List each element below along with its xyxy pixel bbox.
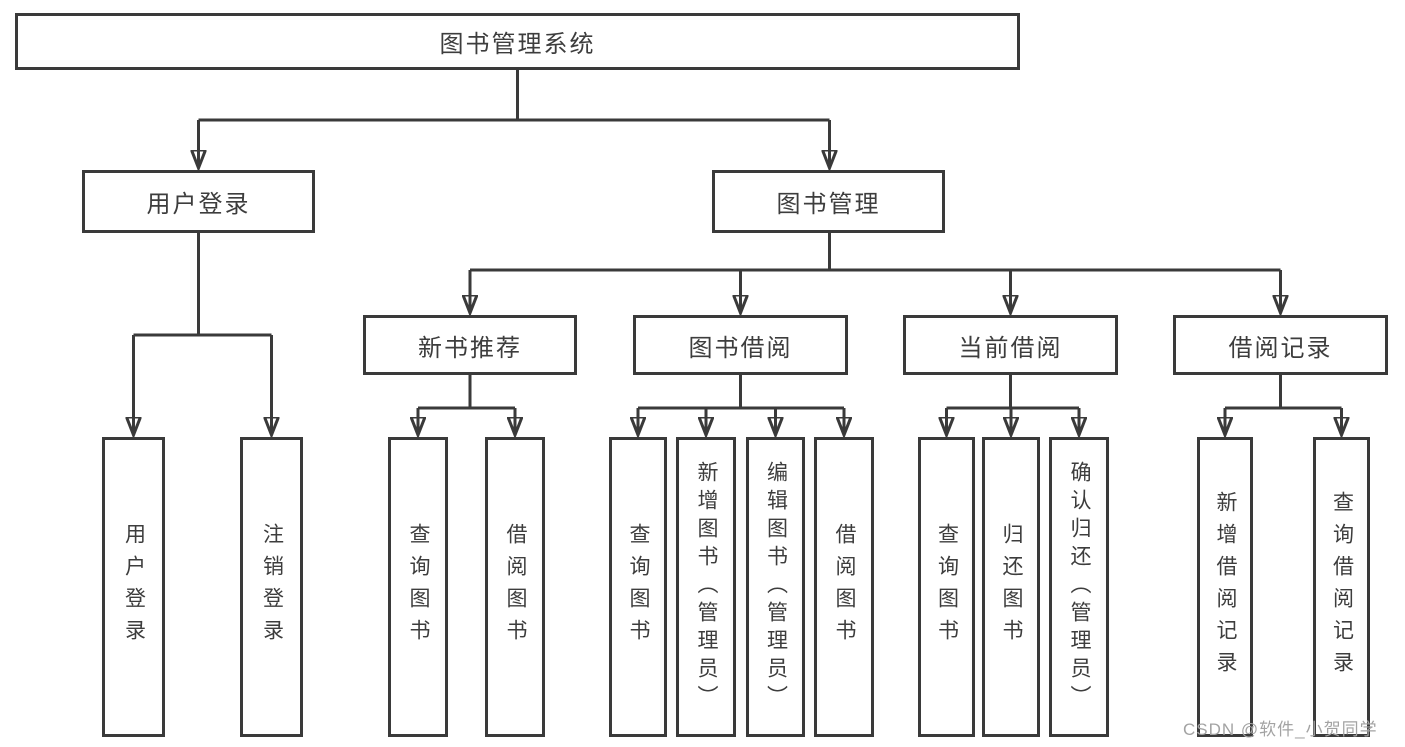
node-current-borrow: 当前借阅 — [903, 315, 1118, 375]
node-user-login: 用户登录 — [82, 170, 315, 233]
leaf-current-query-book: 查询图书 — [918, 437, 975, 737]
leaf-edit-book-admin: 编辑图书（管理员） — [746, 437, 805, 737]
leaf-user-login: 用户登录 — [102, 437, 165, 737]
connector-new-book-recommend-split — [418, 375, 515, 435]
node-book-borrow: 图书借阅 — [633, 315, 848, 375]
connector-user-login-split — [134, 233, 272, 435]
connector-borrow-records-split — [1225, 375, 1342, 435]
leaf-confirm-return-admin: 确认归还（管理员） — [1049, 437, 1109, 737]
leaf-add-book-admin: 新增图书（管理员） — [676, 437, 736, 737]
node-root: 图书管理系统 — [15, 13, 1020, 70]
leaf-logout: 注销登录 — [240, 437, 303, 737]
leaf-query-borrow-record: 查询借阅记录 — [1313, 437, 1370, 737]
connector-book-management-split — [470, 233, 1281, 313]
connector-root-split — [199, 70, 830, 168]
leaf-recommend-query-book: 查询图书 — [388, 437, 448, 737]
csdn-watermark: CSDN @软件_小贺同学 — [1183, 720, 1378, 739]
node-book-management: 图书管理 — [712, 170, 945, 233]
connector-book-borrow-split — [638, 375, 844, 435]
leaf-add-borrow-record: 新增借阅记录 — [1197, 437, 1253, 737]
leaf-return-book: 归还图书 — [982, 437, 1040, 737]
node-new-book-recommend: 新书推荐 — [363, 315, 577, 375]
leaf-borrow-book: 借阅图书 — [814, 437, 874, 737]
node-borrow-records: 借阅记录 — [1173, 315, 1388, 375]
leaf-borrow-query-book: 查询图书 — [609, 437, 667, 737]
connector-current-borrow-split — [947, 375, 1080, 435]
leaf-recommend-borrow-book: 借阅图书 — [485, 437, 545, 737]
